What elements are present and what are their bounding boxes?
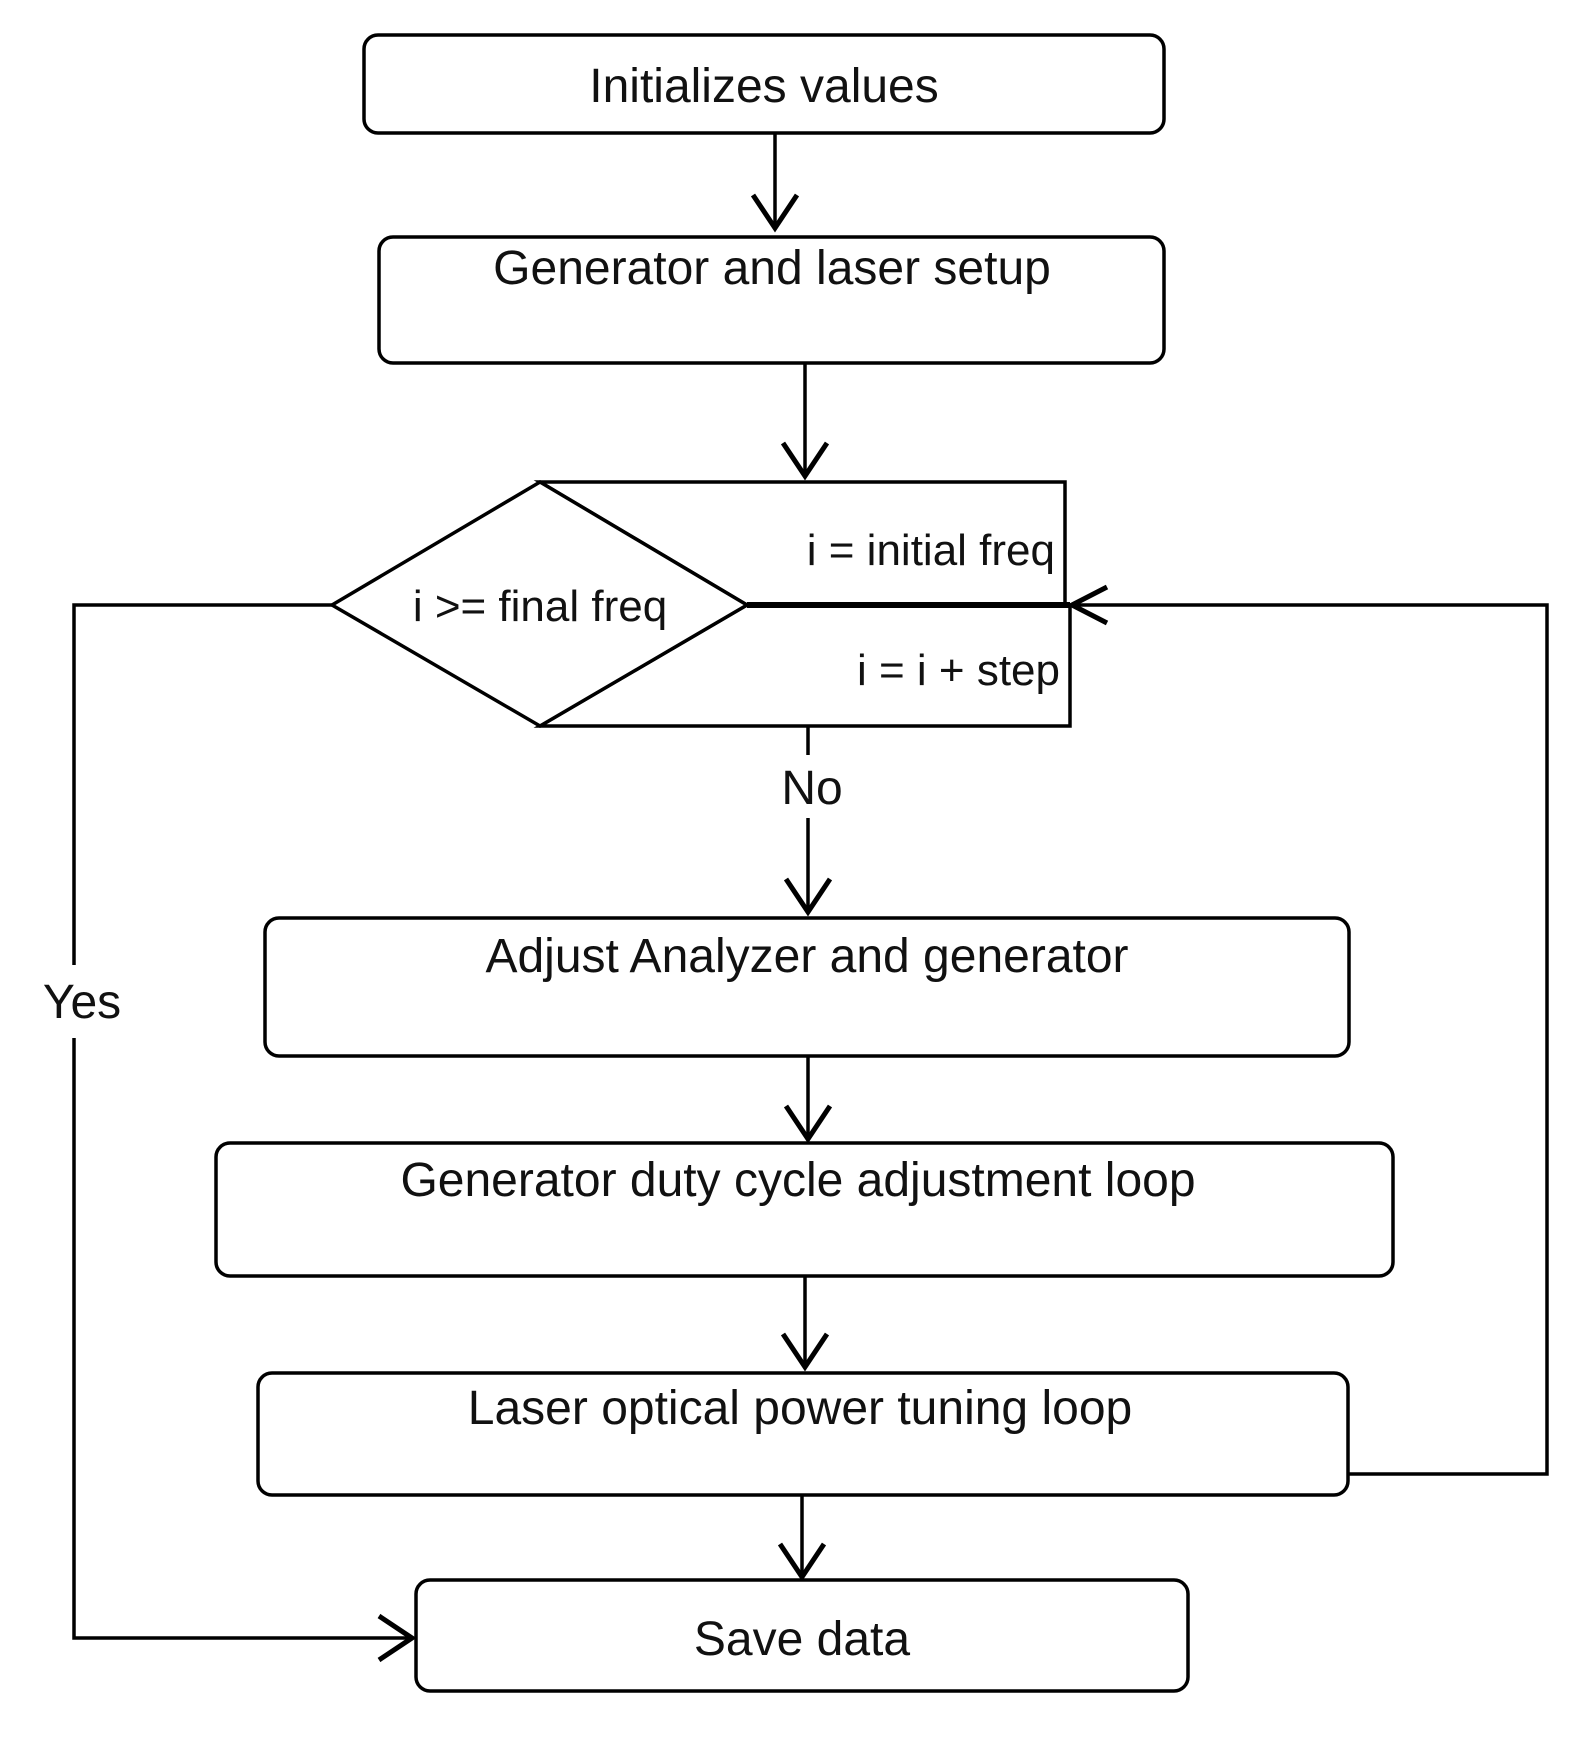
step-adjust-analyzer-generator-label: Adjust Analyzer and generator: [485, 930, 1128, 983]
step-generator-laser-setup-label: Generator and laser setup: [493, 242, 1051, 295]
arrow-duty-to-laser: [780, 1276, 830, 1372]
branch-yes-label: Yes: [43, 976, 121, 1029]
step-save-data: Save data: [414, 1578, 1190, 1693]
loop-block: i >= final freq i = initial freq i = i +…: [328, 479, 1072, 729]
arrow-adjust-to-duty: [783, 1056, 833, 1144]
step-save-data-label: Save data: [694, 1613, 910, 1666]
step-laser-power-loop: Laser optical power tuning loop: [256, 1371, 1350, 1497]
decision-diamond: [328, 479, 751, 729]
loop-step-label: i = i + step: [857, 646, 1060, 695]
step-duty-cycle-loop-label: Generator duty cycle adjustment loop: [400, 1154, 1195, 1207]
arrow-feedback-to-loop: [1066, 584, 1549, 1476]
step-initialize-values-label: Initializes values: [589, 60, 939, 113]
branch-no: No: [781, 726, 843, 917]
loop-init-label: i = initial freq: [807, 526, 1055, 575]
branch-no-label: No: [781, 762, 842, 815]
arrow-laser-to-save: [777, 1495, 827, 1582]
arrow-init-to-setup: [750, 133, 800, 233]
branch-yes: Yes: [43, 603, 417, 1663]
step-initialize-values: Initializes values: [362, 33, 1166, 135]
arrow-setup-to-loop: [780, 363, 830, 481]
step-generator-laser-setup: Generator and laser setup: [377, 235, 1166, 365]
step-duty-cycle-loop: Generator duty cycle adjustment loop: [214, 1141, 1395, 1278]
decision-condition-label: i >= final freq: [413, 582, 667, 631]
step-laser-power-loop-label: Laser optical power tuning loop: [468, 1382, 1132, 1435]
step-adjust-analyzer-generator: Adjust Analyzer and generator: [263, 916, 1351, 1058]
